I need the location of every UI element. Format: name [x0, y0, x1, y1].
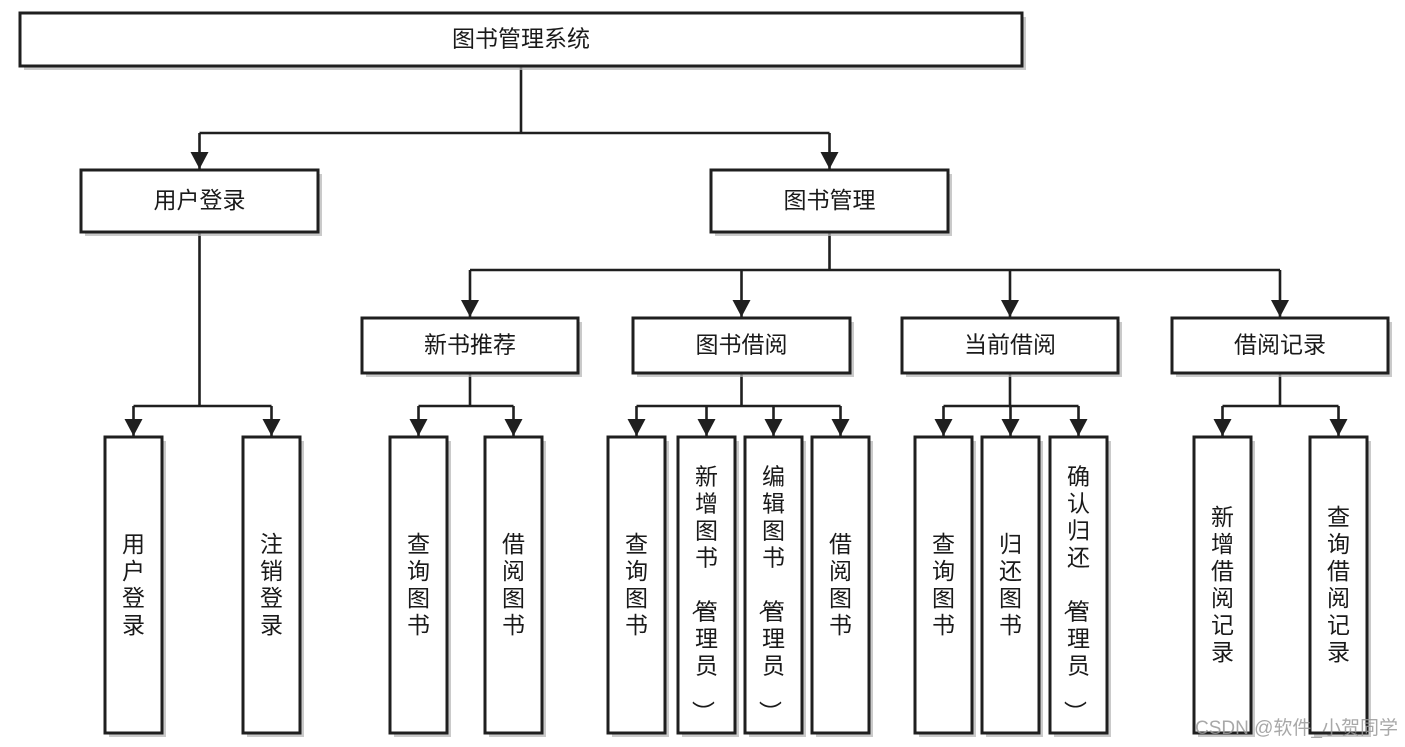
node-borrow-record[interactable]: 借阅记录 — [1170, 316, 1392, 377]
node-box[interactable] — [483, 435, 544, 735]
node-book-borrow[interactable]: 图书借阅 — [631, 316, 854, 377]
node-label: 借阅记录 — [1234, 332, 1326, 358]
node-layer: 图书管理系统用户登录图书管理新书推荐图书借阅当前借阅借阅记录用户登录注销登录查询… — [18, 11, 1392, 737]
node-label: 查询借阅记录 — [1327, 504, 1350, 665]
node-label: 图书借阅 — [696, 332, 788, 358]
node-label: 图书管理 — [784, 187, 876, 213]
node-leaf-borrow-book[interactable]: 借阅图书 — [810, 435, 873, 737]
node-leaf-add-book[interactable]: 新增图书（管理员） — [676, 435, 739, 737]
node-label: 查询图书 — [407, 531, 430, 638]
node-box[interactable] — [388, 435, 449, 735]
edge-arrowhead — [409, 419, 428, 436]
node-box[interactable] — [913, 435, 974, 735]
node-leaf-edit-book[interactable]: 编辑图书（管理员） — [743, 435, 806, 737]
node-box[interactable] — [1048, 435, 1109, 735]
node-leaf-query-book-borrow[interactable]: 查询图书 — [606, 435, 669, 737]
edge-arrowhead — [1213, 419, 1232, 436]
node-box[interactable] — [743, 435, 804, 735]
edge-arrowhead — [831, 419, 850, 436]
node-box[interactable] — [810, 435, 871, 735]
node-box[interactable] — [709, 168, 950, 234]
node-box[interactable] — [676, 435, 737, 735]
edge-arrowhead — [820, 152, 839, 169]
node-leaf-return-book[interactable]: 归还图书 — [980, 435, 1043, 737]
edge-arrowhead — [1001, 300, 1019, 317]
edge-arrowhead — [504, 419, 523, 436]
edge-arrowhead — [627, 419, 646, 436]
node-box[interactable] — [103, 435, 164, 735]
node-label: 查询图书 — [625, 531, 648, 638]
edge-arrowhead — [764, 419, 783, 436]
edge-arrowhead — [1329, 419, 1348, 436]
edge-arrowhead — [190, 152, 209, 169]
node-leaf-user-login[interactable]: 用户登录 — [103, 435, 166, 737]
node-box[interactable] — [241, 435, 302, 735]
node-box[interactable] — [980, 435, 1041, 735]
node-new-book-recommend[interactable]: 新书推荐 — [360, 316, 582, 377]
node-leaf-query-book-current[interactable]: 查询图书 — [913, 435, 976, 737]
node-label: 查询图书 — [932, 531, 955, 638]
node-label: 图书管理系统 — [452, 26, 590, 52]
edge-arrowhead — [697, 419, 716, 436]
node-box[interactable] — [1192, 435, 1253, 735]
node-box[interactable] — [1308, 435, 1369, 735]
node-label: 确认归还（管理员） — [1062, 464, 1090, 724]
node-leaf-logout[interactable]: 注销登录 — [241, 435, 304, 737]
node-user-login[interactable]: 用户登录 — [79, 168, 322, 236]
edge-arrowhead — [124, 419, 143, 436]
node-leaf-query-record[interactable]: 查询借阅记录 — [1308, 435, 1371, 737]
edge-arrowhead — [732, 300, 751, 317]
csdn-watermark: CSDN @软件_小贺同学 — [1195, 717, 1398, 739]
node-box[interactable] — [18, 11, 1024, 68]
edge-arrowhead — [1001, 419, 1020, 436]
node-label: 新增图书（管理员） — [690, 464, 718, 724]
node-root[interactable]: 图书管理系统 — [18, 11, 1026, 70]
node-box[interactable] — [606, 435, 667, 735]
node-label: 新增借阅记录 — [1211, 504, 1234, 665]
node-leaf-confirm-return[interactable]: 确认归还（管理员） — [1048, 435, 1111, 737]
edge-layer — [124, 66, 1348, 436]
node-label: 新书推荐 — [424, 332, 516, 358]
node-box[interactable] — [1170, 316, 1390, 375]
node-label: 编辑图书（管理员） — [757, 464, 785, 724]
edge-arrowhead — [1271, 300, 1289, 317]
node-label: 归还图书 — [999, 531, 1022, 638]
node-box[interactable] — [900, 316, 1120, 375]
edge-arrowhead — [262, 419, 281, 436]
node-label: 借阅图书 — [829, 531, 852, 638]
node-label: 用户登录 — [122, 531, 145, 638]
node-box[interactable] — [631, 316, 852, 375]
node-leaf-add-record[interactable]: 新增借阅记录 — [1192, 435, 1255, 737]
node-leaf-borrow-book-recommend[interactable]: 借阅图书 — [483, 435, 546, 737]
node-box[interactable] — [79, 168, 320, 234]
node-label: 用户登录 — [154, 187, 246, 213]
edge-arrowhead — [934, 419, 953, 436]
node-label: 注销登录 — [260, 531, 283, 638]
node-current-borrow[interactable]: 当前借阅 — [900, 316, 1122, 377]
node-label: 借阅图书 — [502, 531, 525, 638]
node-box[interactable] — [360, 316, 580, 375]
edge-arrowhead — [1069, 419, 1088, 436]
edge-arrowhead — [461, 300, 479, 317]
node-leaf-query-book-recommend[interactable]: 查询图书 — [388, 435, 451, 737]
node-book-manage[interactable]: 图书管理 — [709, 168, 952, 236]
node-label: 当前借阅 — [964, 332, 1056, 358]
